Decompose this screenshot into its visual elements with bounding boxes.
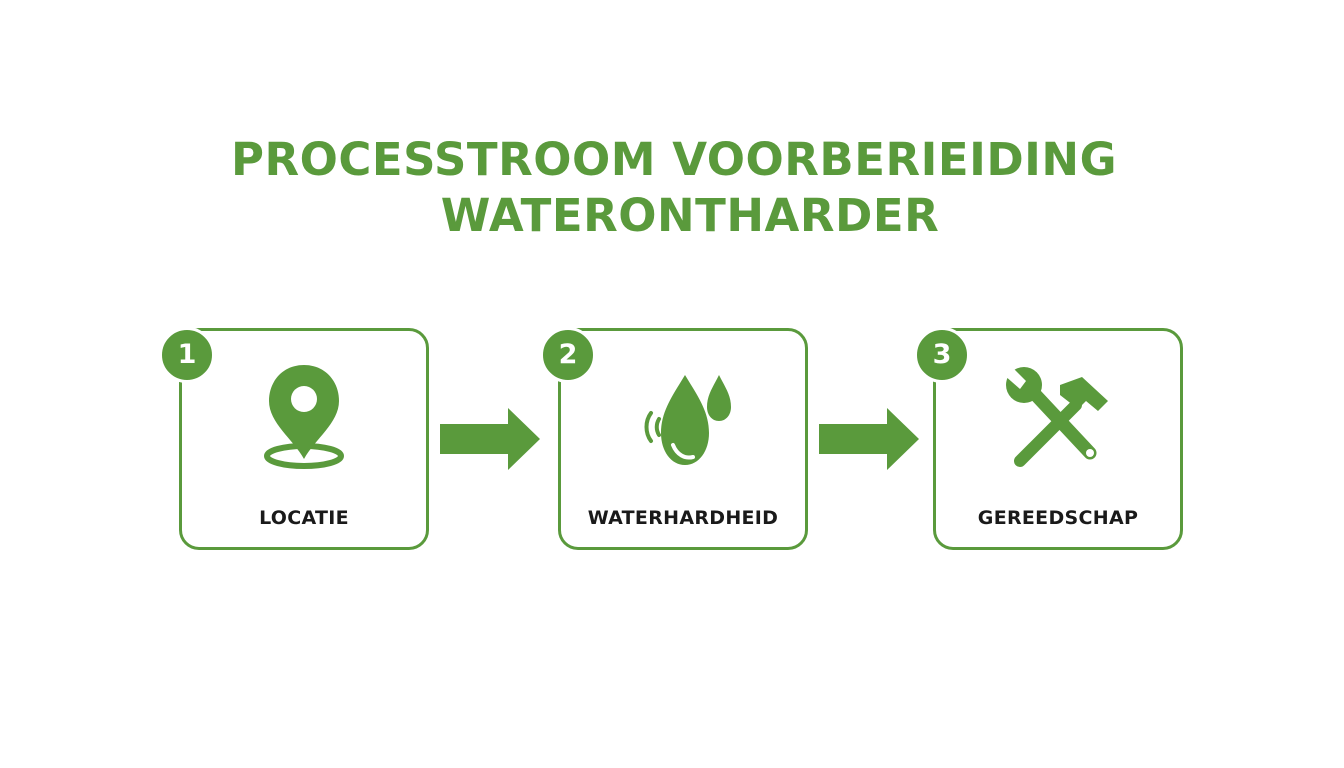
step-number-badge-1: 1 bbox=[159, 327, 215, 383]
step-card-water-hardness: WATERHARDHEID bbox=[558, 328, 808, 550]
step-card-tools: GEREEDSCHAP bbox=[933, 328, 1183, 550]
arrow-right-icon bbox=[819, 408, 919, 470]
step-number-badge-3: 3 bbox=[914, 327, 970, 383]
step-label-tools: GEREEDSCHAP bbox=[977, 507, 1139, 529]
arrow-right-icon bbox=[440, 408, 540, 470]
location-pin-icon bbox=[182, 361, 426, 481]
wrench-hammer-icon bbox=[936, 361, 1180, 481]
title-line-1: PROCESSTROOM VOORBERIEIDING bbox=[230, 133, 1118, 186]
step-number-badge-2: 2 bbox=[540, 327, 596, 383]
step-label-location: LOCATIE bbox=[259, 507, 349, 529]
diagram-title: PROCESSTROOM VOORBERIEIDING WATERONTHARD… bbox=[0, 132, 1344, 244]
step-card-location: LOCATIE bbox=[179, 328, 429, 550]
title-line-2: WATERONTHARDER bbox=[440, 189, 940, 242]
step-label-water-hardness: WATERHARDHEID bbox=[587, 507, 779, 529]
water-drops-icon bbox=[561, 361, 805, 481]
